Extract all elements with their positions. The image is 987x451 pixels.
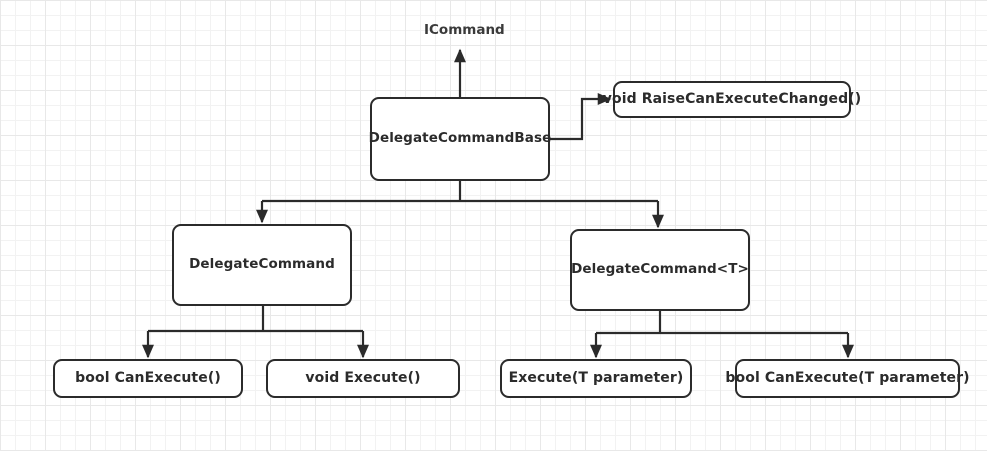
edge-base-to-raise-can-execute-changed <box>550 92 612 141</box>
node-label: DelegateCommandBase <box>368 130 552 147</box>
node-label: bool CanExecute(T parameter) <box>725 370 970 387</box>
node-label: void Execute() <box>305 370 421 387</box>
node-label: DelegateCommand <box>189 256 335 273</box>
node-delegate-command-generic[interactable]: DelegateCommand<T> <box>570 229 750 311</box>
node-delegate-command[interactable]: DelegateCommand <box>172 224 352 306</box>
node-void-execute[interactable]: void Execute() <box>266 359 460 398</box>
node-bool-can-execute[interactable]: bool CanExecute() <box>53 359 243 398</box>
node-label: Execute(T parameter) <box>508 370 684 387</box>
node-raise-can-execute-changed[interactable]: void RaiseCanExecuteChanged() <box>603 81 861 118</box>
node-label: bool CanExecute() <box>75 370 221 387</box>
node-bool-can-execute-t-parameter[interactable]: bool CanExecute(T parameter) <box>725 359 969 398</box>
node-label: DelegateCommand<T> <box>571 261 749 278</box>
icommand-label: ICommand <box>424 22 505 38</box>
node-execute-t-parameter[interactable]: Execute(T parameter) <box>500 359 692 398</box>
node-label: void RaiseCanExecuteChanged() <box>602 91 862 108</box>
node-delegate-command-base[interactable]: DelegateCommandBase <box>368 97 552 181</box>
